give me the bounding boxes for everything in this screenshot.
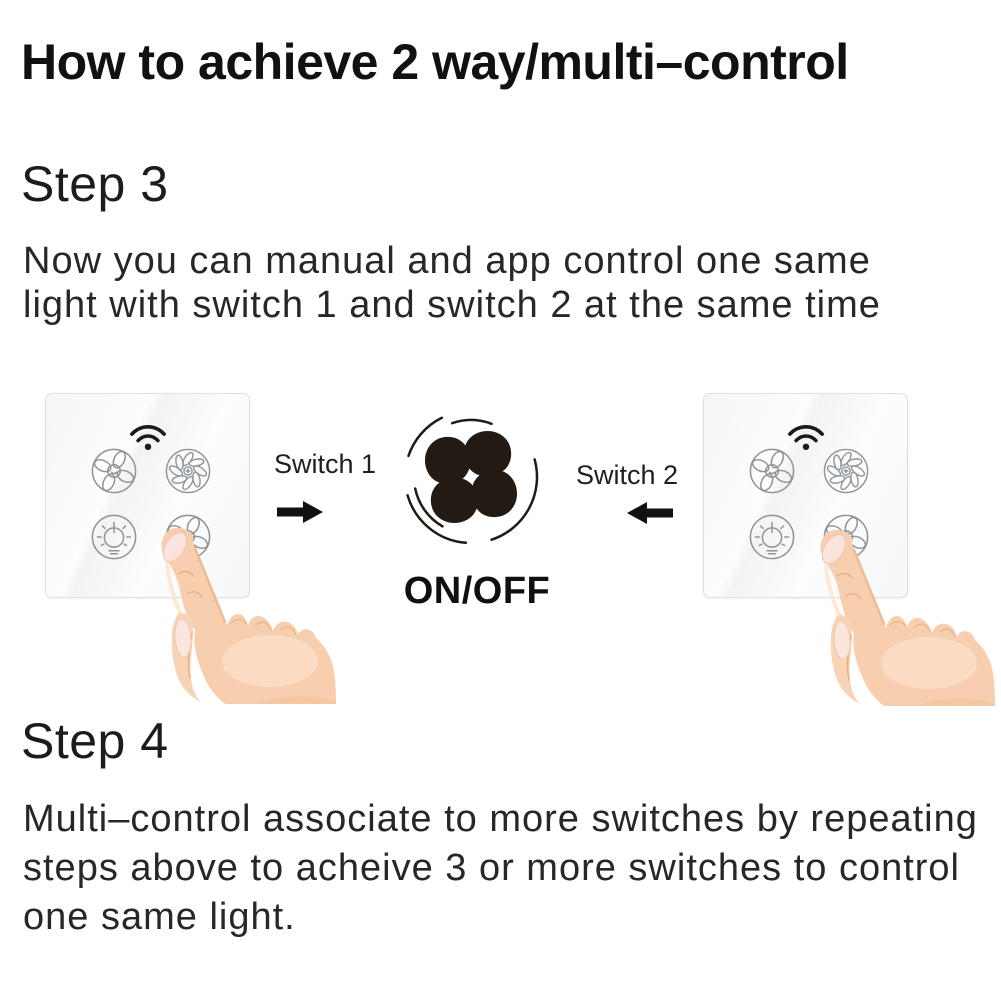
fan-turbine-icon	[823, 448, 869, 494]
switch1-label: Switch 1	[273, 449, 377, 479]
step4-description: Multi–control associate to more switches…	[23, 795, 978, 942]
arrow-left-icon	[627, 502, 673, 524]
step3-description: Now you can manual and app control one s…	[23, 239, 881, 327]
pointing-hand-left	[161, 527, 336, 704]
step4-line-2: steps above to acheive 3 or more switche…	[23, 847, 961, 889]
arrow-right-icon	[277, 501, 323, 523]
fan-turbine-icon	[165, 448, 211, 494]
fan-propeller-icon	[91, 448, 137, 494]
fan-icon	[403, 409, 539, 545]
step4-line-3: one same light.	[23, 896, 296, 938]
wifi-icon	[788, 425, 824, 451]
step3-line-2: light with switch 1 and switch 2 at the …	[23, 284, 881, 326]
switch2-label: Switch 2	[575, 460, 679, 490]
step4-line-1: Multi–control associate to more switches…	[23, 798, 978, 840]
step4-heading: Step 4	[21, 713, 169, 769]
onoff-label: ON/OFF	[403, 570, 551, 612]
pointing-hand-right	[815, 528, 997, 706]
step3-heading: Step 3	[21, 156, 169, 212]
light-dimmer-icon	[91, 514, 137, 560]
wifi-icon	[130, 425, 166, 451]
switch-panel-2	[703, 393, 908, 598]
page-title: How to achieve 2 way/multi–control	[21, 34, 849, 90]
switch-panel-1	[45, 393, 250, 598]
step3-line-1: Now you can manual and app control one s…	[23, 240, 871, 282]
light-dimmer-icon	[749, 514, 795, 560]
fan-propeller-icon	[749, 448, 795, 494]
